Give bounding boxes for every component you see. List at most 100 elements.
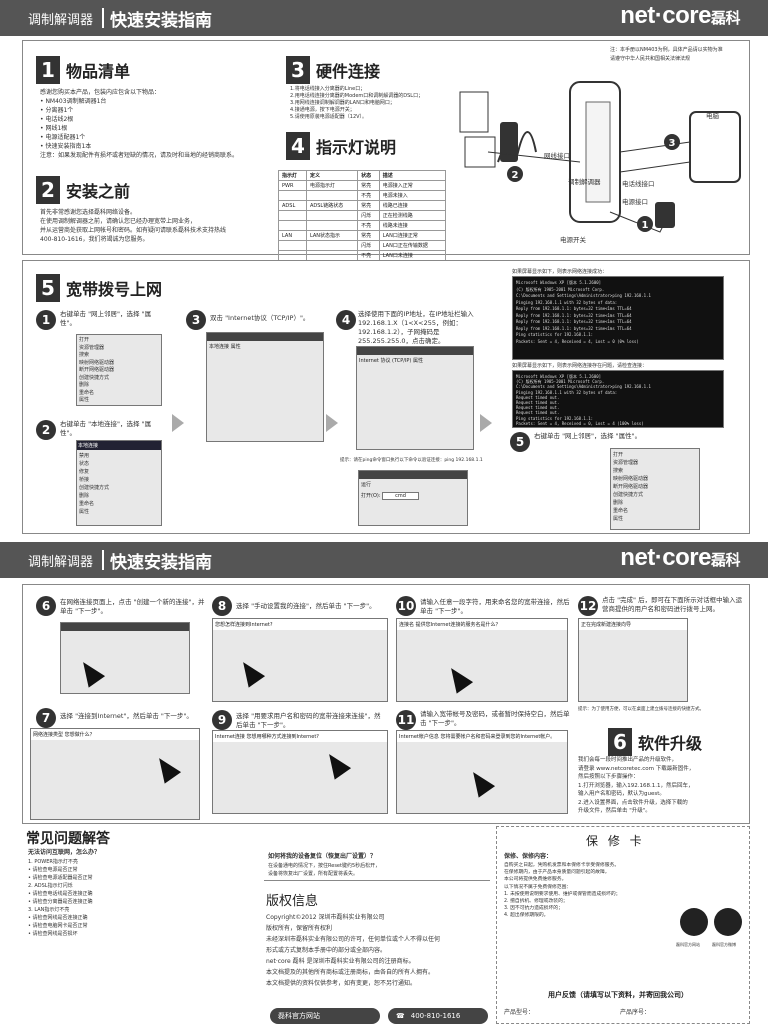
menu-item: 资源管理器 <box>613 460 639 466</box>
table-cell: 线路未连接 <box>378 220 447 231</box>
menu-item: 属性 <box>79 509 90 515</box>
diag-label-dsl: 电话线接口 <box>622 180 655 188</box>
warranty-heading: 保修、保修内容： <box>504 853 553 860</box>
list-item: 5.请使用原装电源适配器（12V）。 <box>290 114 368 120</box>
faq-line: 1. POWER指示灯不亮 <box>28 859 78 865</box>
warranty-text: 自购买之日起，凭购机发票和本保修卡享受保修服务。在保修期内，由于产品本身质量问题… <box>504 862 674 920</box>
menu-item: 桥接 <box>79 477 90 483</box>
text-line: 在使用调制解调器之前，请确认您已经办理宽带上网业务， <box>40 218 197 225</box>
table-cell: 不亮 <box>357 220 380 231</box>
qr-site-icon <box>680 908 708 936</box>
faq-q1: 无法访问互联网，怎么办？ <box>28 849 101 856</box>
table-header-cell: 指示灯 <box>278 170 307 181</box>
table-cell: PWR <box>278 180 307 191</box>
table-cell <box>278 240 307 251</box>
table-row: 闪烁正在检测线路 <box>278 210 447 221</box>
table-cell: LAN口未连接 <box>378 250 447 261</box>
feedback-title: 用户反馈（请填写以下资料，并寄回我公司） <box>548 991 688 999</box>
step10-text: 请输入任意一段字符，用来命名您的宽带连接，然后单击 "下一步"。 <box>420 598 570 615</box>
table-cell <box>305 240 359 251</box>
step4-text: 选择使用下面的IP地址，在IP地址栏输入192.168.1.X（1<X<255，… <box>358 310 474 345</box>
menu-item: 搜索 <box>79 352 90 358</box>
text-line: 首先非常感谢您选择磊科网络设备。 <box>40 209 137 216</box>
header-product: 调制解调器 <box>28 13 94 28</box>
qr-weibo-icon <box>714 908 742 936</box>
text-line: Copyright©2012 深圳市磊科实业有限公司 <box>266 914 385 921</box>
text-line: 请登录 www.netcoretec.com 下载最新固件， <box>578 765 695 772</box>
table-cell: 电源指示灯 <box>305 180 359 191</box>
table-cell: ADSL链路状态 <box>305 200 359 211</box>
faq-line: • 请检查电话线是否连接正确 <box>28 891 93 897</box>
table-cell: LAN <box>278 230 307 241</box>
step-badge-11: 11 <box>396 710 416 730</box>
official-site-button[interactable]: 磊科官方网站 <box>270 1008 380 1024</box>
console-line: Microsoft Windows XP [版本 5.1.2600] <box>516 280 602 285</box>
flow-arrow <box>480 414 492 432</box>
menu-item: 重命名 <box>79 501 95 507</box>
text-line: 本文档提及的其他所有商标或注册商标，由各自的所有人拥有。 <box>266 969 435 976</box>
table-cell: 常亮 <box>357 200 380 211</box>
menu-item: 删除 <box>79 493 90 499</box>
console-line: Ping statistics for 192.168.1.1: <box>516 415 594 421</box>
step-badge-8: 8 <box>212 596 232 616</box>
step3-text: 双击 "Internet协议（TCP/IP）"。 <box>210 314 310 322</box>
context-menu-screenshot-5: 打开资源管理器搜索映射网络驱动器断开网络驱动器创建快捷方式删除重命名属性 <box>610 448 700 530</box>
step12-text: 点击 "完成" 后，即可在下面所示对话框中输入运营商提供的用户名和密码进行拨号上… <box>602 596 743 613</box>
header2-product: 调制解调器 <box>28 555 94 570</box>
list-item: • 电话线2根 <box>40 116 74 123</box>
menu-item: 创建快捷方式 <box>79 374 110 381</box>
table-cell: ADSL <box>278 200 307 211</box>
step11-text: 请输入宽带帐号及密码，或者暂时保持空白，然后单击 "下一步"。 <box>420 710 570 727</box>
table-cell: LAN口正在传输数据 <box>378 240 447 251</box>
brand-logo: net·core磊科 <box>620 2 740 29</box>
step-badge-9: 9 <box>212 710 232 730</box>
console-line: Request timed out. <box>516 394 560 400</box>
qr-weibo-label: 磊科官方微博 <box>712 942 736 947</box>
ip-settings-screenshot: Internet 协议 (TCP/IP) 属性 <box>356 346 474 450</box>
step5-text: 右键单击 "网上邻居"，选择 "属性"。 <box>534 432 642 440</box>
step-badge-1: 1 <box>36 310 56 330</box>
text-line: 未经深圳市磊科实业有限公司的许可，任何单位或个人不得以任何 <box>266 936 441 943</box>
text-line: 2.进入设置界面，点击软件升级，选择下载的 <box>578 799 688 806</box>
hotline-badge: ☎400-810-1616 <box>388 1008 488 1024</box>
packing-list: 感谢您购买本产品，包装内应包含以下物品：• NM403调制解调器1台• 分离器1… <box>40 88 260 160</box>
table-row: 不亮电源未接入 <box>278 190 447 201</box>
step-badge-3: 3 <box>186 310 206 330</box>
table-cell: LAN状态指示 <box>305 230 359 241</box>
list-item: 1.将电话线接入分离器的Line口； <box>290 86 366 92</box>
text-line: 1.打开浏览器，输入192.168.1.1，然后回车， <box>578 782 694 789</box>
menu-item: 属性 <box>613 516 624 522</box>
context-menu-screenshot-2: 本地连接禁用状态修复桥接创建快捷方式删除重命名属性 <box>76 440 162 526</box>
menu-item: 打开 <box>613 452 624 458</box>
menu-item: 禁用 <box>79 453 90 459</box>
run-dialog-screenshot: 运行打开(O): cmd <box>358 470 468 526</box>
console-line: Request timed out. <box>516 410 560 416</box>
table-cell: 电源接入正常 <box>378 180 447 191</box>
table-cell <box>278 190 307 201</box>
step7-text: 选择 "连接到Internet"，然后单击 "下一步"。 <box>60 712 193 720</box>
menu-item: 创建快捷方式 <box>79 485 110 491</box>
text-line: 自购买之日起，凭购机发票和本保修卡享受保修服务。 <box>504 863 620 868</box>
console-line: Reply from 192.168.1.1: bytes=32 time<1m… <box>516 312 632 318</box>
list-item: 2.用电话线连接分离器的Modem口和调制解调器的DSL口； <box>290 93 424 99</box>
flow-arrow <box>172 414 184 432</box>
feedback-field-model[interactable]: 产品型号： <box>504 1009 535 1016</box>
table-cell <box>278 210 307 221</box>
feedback-field-serial[interactable]: 产品序号： <box>620 1009 651 1016</box>
table-cell <box>278 220 307 231</box>
text-line: 在保修期内，由于产品本身质量问题引起的故障， <box>504 870 610 876</box>
faq-line: • 请检查网线是否连接正确 <box>28 915 88 921</box>
divider <box>264 880 490 881</box>
table-cell: 不亮 <box>357 190 380 201</box>
console-line: Reply from 192.168.1.1: bytes=32 time<1m… <box>516 319 632 324</box>
faq-line: • 请检查网线是否损坏 <box>28 931 78 937</box>
text-line: 3. 因不可抗力造成损坏的； <box>504 906 563 912</box>
table-cell <box>278 250 307 261</box>
list-item: • NM403调制解调器1台 <box>40 98 107 105</box>
header2-title: 快速安装指南 <box>110 553 212 573</box>
text-line: 升级文件，然后单击 "升级"。 <box>578 808 651 814</box>
